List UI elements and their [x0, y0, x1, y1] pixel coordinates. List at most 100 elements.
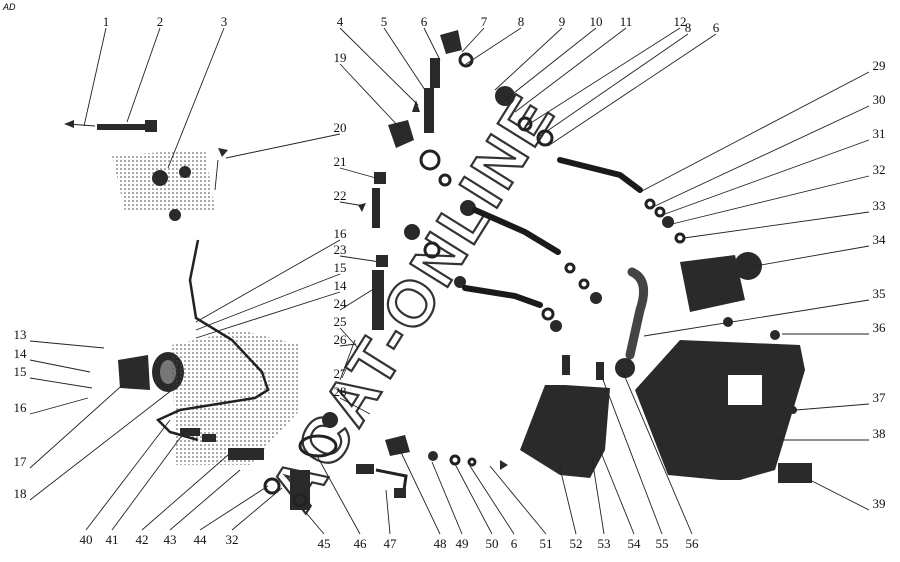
- leader-7: [461, 27, 485, 53]
- callout-15: 15: [334, 260, 347, 275]
- callout-49: 49: [456, 536, 469, 551]
- leader-18: [29, 389, 173, 501]
- callout-52: 52: [570, 536, 583, 551]
- leader-32: [671, 175, 870, 225]
- callout-44: 44: [194, 532, 208, 547]
- leader-31: [664, 139, 870, 215]
- leader-52: [559, 467, 577, 535]
- callout-14: 14: [14, 346, 28, 361]
- part-valve-34: [680, 252, 762, 327]
- leader-50: [454, 463, 493, 535]
- leader-29: [639, 71, 870, 193]
- callout-24: 24: [334, 296, 348, 311]
- leader-30: [654, 105, 870, 207]
- leader-21: [339, 167, 377, 179]
- leader-55: [599, 371, 663, 535]
- callout-8: 8: [685, 20, 692, 35]
- part-bracket-52: [520, 355, 610, 478]
- leader-46: [315, 453, 361, 535]
- callout-43: 43: [164, 532, 177, 547]
- leader-1: [83, 27, 107, 127]
- callout-2: 2: [157, 14, 164, 29]
- leader-44: [199, 485, 269, 531]
- tube-middle: [419, 149, 602, 304]
- leader-42: [141, 454, 229, 531]
- part-fitting-48-51: [385, 435, 508, 470]
- leader-40: [85, 419, 171, 531]
- leader-16: [195, 239, 341, 323]
- callout-25: 25: [334, 314, 347, 329]
- leader-22: [339, 201, 365, 207]
- callout-6: 6: [421, 14, 428, 29]
- leader-17: [29, 379, 129, 469]
- part-hose-35: [615, 267, 649, 378]
- callout-19: 19: [334, 50, 347, 65]
- callout-26: 26: [334, 332, 348, 347]
- leader-27: [339, 339, 356, 381]
- callout-6: 6: [511, 536, 518, 551]
- part-bracket-3: [112, 150, 215, 221]
- callout-54: 54: [628, 536, 642, 551]
- callout-45: 45: [318, 536, 331, 551]
- leader-4: [339, 27, 419, 106]
- leader-24: [339, 289, 373, 311]
- part-line-40: [155, 239, 270, 442]
- leader-10: [504, 27, 597, 101]
- callout-7: 7: [481, 14, 488, 29]
- leader-39: [809, 479, 870, 511]
- callout-16: 16: [14, 400, 28, 415]
- leader-14: [29, 359, 91, 373]
- arrow-20: [214, 148, 228, 191]
- callout-23: 23: [334, 242, 347, 257]
- callout-38: 38: [873, 426, 886, 441]
- callout-36: 36: [873, 320, 887, 335]
- leader-33: [683, 211, 870, 239]
- callout-51: 51: [540, 536, 553, 551]
- callout-1: 1: [103, 14, 110, 29]
- leader-2: [126, 27, 161, 123]
- callout-40: 40: [80, 532, 93, 547]
- leader-48: [397, 445, 441, 535]
- leader-45: [301, 507, 325, 535]
- callout-20: 20: [334, 120, 347, 135]
- callout-35: 35: [873, 286, 886, 301]
- leader-15: [29, 377, 93, 389]
- leader-20: [225, 133, 341, 159]
- part-elbow-19: [388, 120, 414, 148]
- leader-14: [195, 291, 341, 339]
- leader-lines: [29, 27, 870, 535]
- part-plate-39: [778, 463, 812, 483]
- part-pipe-4-5: [412, 58, 440, 133]
- leader-16: [29, 397, 89, 415]
- leader-15: [195, 273, 341, 331]
- callout-27: 27: [334, 366, 348, 381]
- callout-5: 5: [381, 14, 388, 29]
- leader-56: [621, 369, 693, 535]
- callout-28: 28: [334, 384, 347, 399]
- callout-29: 29: [873, 58, 886, 73]
- callout-34: 34: [873, 232, 887, 247]
- leader-47: [385, 489, 391, 535]
- leader-54: [599, 449, 635, 535]
- callout-48: 48: [434, 536, 447, 551]
- leader-8: [465, 27, 522, 65]
- part-bracket-38: [635, 330, 805, 480]
- part-bracket-area: [172, 330, 300, 465]
- callout-11: 11: [620, 14, 633, 29]
- callout-31: 31: [873, 126, 886, 141]
- leader-51: [489, 465, 547, 535]
- leader-32: [231, 487, 283, 531]
- leader-19: [339, 63, 401, 129]
- leader-9: [494, 27, 563, 91]
- part-tee-43-45: [228, 448, 310, 510]
- callout-12: 12: [674, 14, 687, 29]
- callout-32: 32: [226, 532, 239, 547]
- callout-4: 4: [337, 14, 344, 29]
- leader-35: [643, 299, 870, 337]
- leader-11: [514, 27, 627, 113]
- callout-39: 39: [873, 496, 886, 511]
- part-nipple-23-24: [372, 255, 388, 330]
- callout-41: 41: [106, 532, 119, 547]
